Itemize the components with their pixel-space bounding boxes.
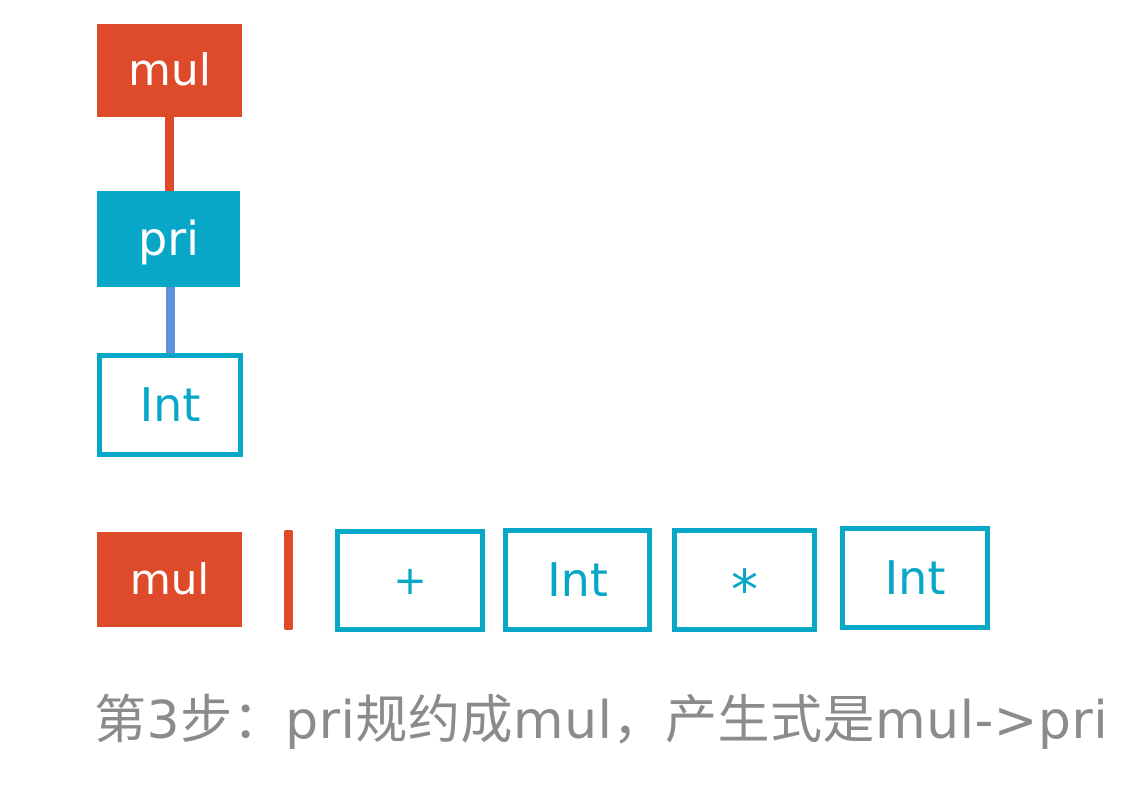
tree-edge-mul-pri <box>165 117 174 191</box>
token-box-int-2: Int <box>840 526 990 630</box>
tree-node-pri: pri <box>97 191 240 287</box>
stack-node-mul: mul <box>97 532 242 627</box>
tree-node-mul: mul <box>97 24 242 117</box>
token-box-star: * <box>672 528 817 632</box>
star-glyph: * <box>731 558 758 622</box>
token-box-plus: + <box>335 529 485 632</box>
token-box-int-1: Int <box>503 528 652 632</box>
stack-cursor-bar <box>284 530 293 630</box>
tree-edge-pri-int <box>166 287 175 353</box>
tree-node-int: Int <box>97 353 243 457</box>
step-caption: 第3步：pri规约成mul，产生式是mul->pri <box>94 691 1109 751</box>
